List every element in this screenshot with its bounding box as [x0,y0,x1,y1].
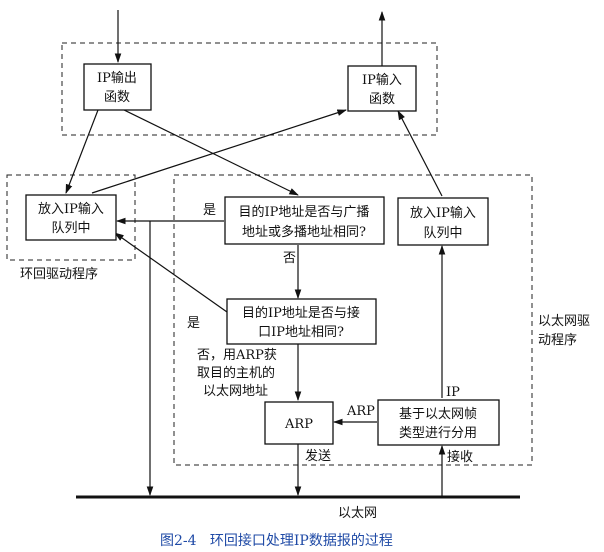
ip-output-line1: IP输出 [97,70,137,86]
label-no-arp-line3: 以太网地址 [203,384,268,399]
arrow-loop-queue-to-ip-input [91,109,347,194]
label-yes-broadcast: 是 [203,203,216,218]
loop-queue-box: 放入IP输入 队列中 [25,194,117,241]
label-no-arp-line1: 否，用ARP获 [197,348,277,363]
iface-check-line2: 口IP地址相同? [258,325,344,340]
broadcast-check-box: 目的IP地址是否与广播 地址或多播地址相同? [224,196,385,245]
demux-box: 基于以太网帧 类型进行分用 [377,399,500,446]
iface-check-box: 目的IP地址是否与接 口IP地址相同? [226,298,377,345]
label-no-arp-line2: 取目的主机的 [197,365,275,381]
arrow-yes2-to-loop-queue [114,232,228,313]
ip-output-line2: 函数 [104,90,130,105]
arrow-eth-queue-to-ip-input [397,110,443,197]
loopback-driver-group [6,174,136,261]
label-arp-arrow: ARP [346,404,375,419]
ip-output-box: IP输出 函数 [83,63,152,111]
arp-box-label: ARP [284,417,313,432]
label-ethernet-driver-line1: 以太网驱 [538,314,590,329]
loop-queue-line1: 放入IP输入 [38,201,104,217]
eth-queue-line2: 队列中 [423,226,462,241]
label-yes-iface: 是 [187,316,200,331]
broadcast-check-line2: 地址或多播地址相同? [242,224,366,240]
broadcast-check-line1: 目的IP地址是否与广播 [239,204,370,220]
ip-input-line2: 函数 [369,92,395,107]
arrow-output-to-broadcast-check [123,109,299,196]
label-receive: 接收 [447,449,473,465]
label-send: 发送 [305,448,331,464]
loop-queue-line2: 队列中 [51,221,90,236]
label-ethernet-driver-line2: 动程序 [538,333,577,348]
ip-input-line1: IP输入 [362,72,402,88]
eth-queue-line1: 放入IP输入 [410,205,476,221]
label-ethernet: 以太网 [338,506,377,521]
iface-check-line1: 目的IP地址是否与接 [242,305,360,321]
arrow-output-to-loop-queue [65,109,99,194]
label-loopback-driver: 环回驱动程序 [20,267,98,282]
figure-caption: 图2-4 环回接口处理IP数据报的过程 [160,532,393,549]
demux-line2: 类型进行分用 [399,426,477,441]
eth-queue-box: 放入IP输入 队列中 [397,197,489,246]
label-ip-arrow: IP [446,385,460,400]
label-no-broadcast: 否 [283,251,296,266]
arp-box: ARP [264,401,334,445]
demux-line1: 基于以太网帧 [399,407,477,422]
ip-input-box: IP输入 函数 [347,65,417,112]
